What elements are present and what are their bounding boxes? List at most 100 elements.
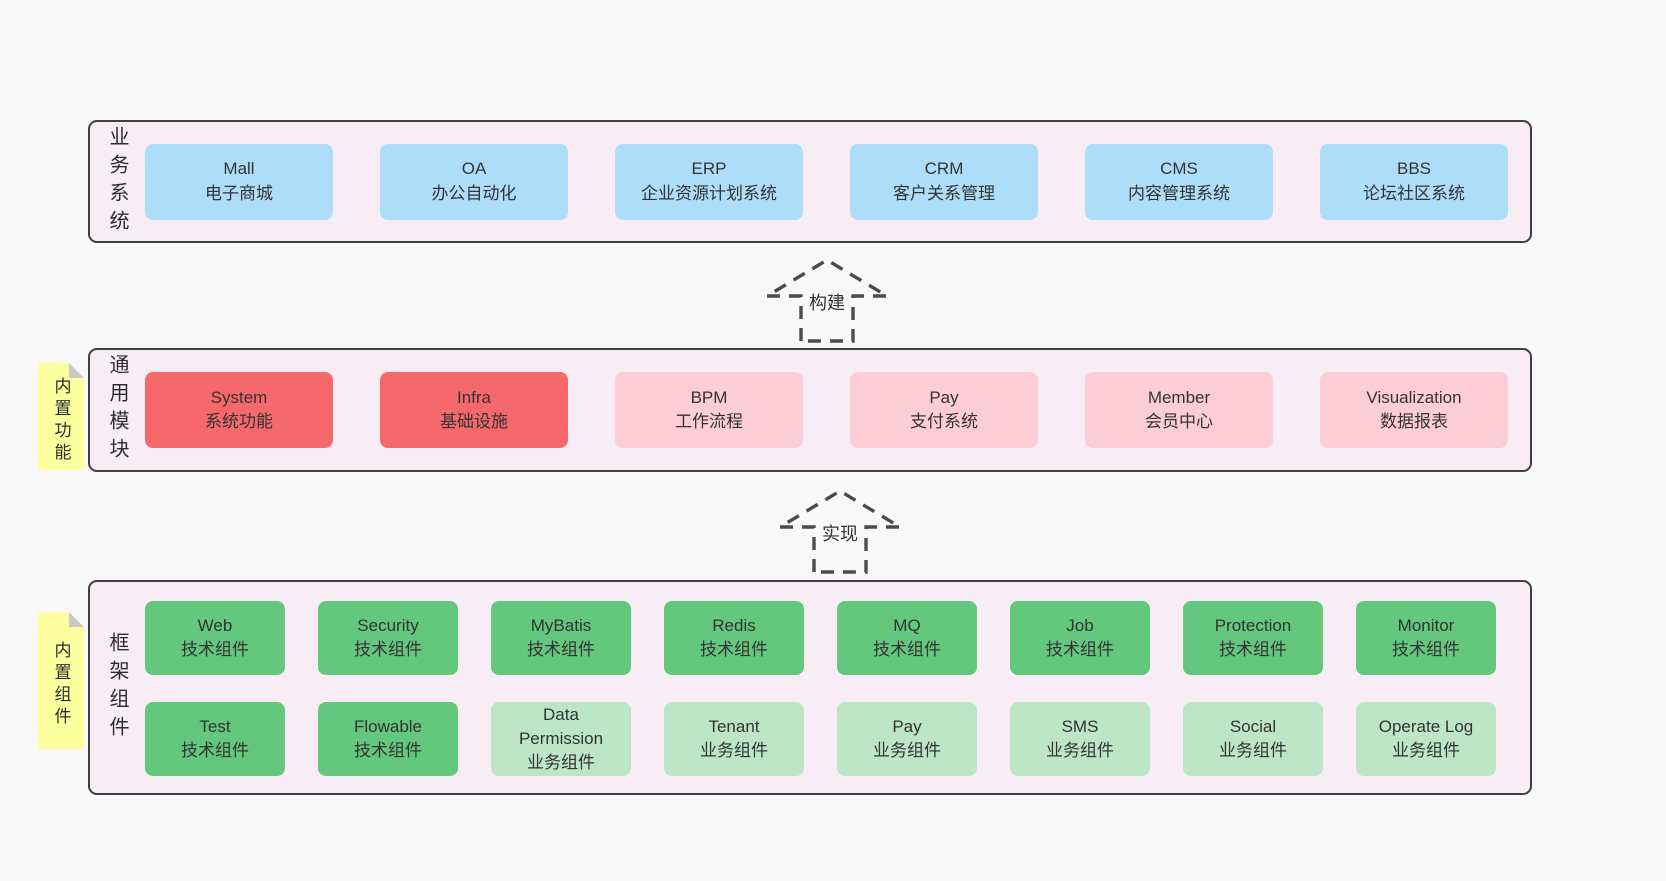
box-subtitle: 技术组件	[1046, 640, 1114, 659]
box-security: Security 技术组件	[318, 601, 458, 675]
box-name: Flowable	[353, 716, 423, 736]
box-mq: MQ 技术组件	[837, 601, 977, 675]
box-subtitle: 技术组件	[1219, 640, 1287, 659]
box-subtitle: 会员中心	[1145, 412, 1213, 431]
box-subtitle: 业务组件	[527, 753, 595, 773]
box-name: Test	[199, 716, 231, 736]
box-member: Member 会员中心	[1085, 372, 1273, 448]
box-pay: Pay 支付系统	[850, 372, 1038, 448]
dashed-up-arrow-icon	[760, 258, 894, 343]
box-name: Mall	[223, 159, 255, 179]
box-cms: CMS 内容管理系统	[1085, 143, 1273, 220]
box-social: Social 业务组件	[1183, 702, 1323, 776]
box-pay-business: Pay 业务组件	[837, 702, 977, 776]
box-name: Social	[1229, 716, 1277, 736]
box-subtitle: 业务组件	[1046, 741, 1114, 760]
sticky-note-fold-corner	[69, 363, 84, 378]
box-subtitle: 技术组件	[181, 640, 249, 659]
box-name: Protection	[1214, 615, 1292, 635]
box-operate-log: Operate Log 业务组件	[1356, 702, 1496, 776]
sticky-note-built-in-components: 内置组件	[38, 612, 84, 749]
dashed-up-arrow-icon	[773, 489, 907, 574]
box-subtitle: 业务组件	[1392, 741, 1460, 760]
box-web: Web 技术组件	[145, 601, 285, 675]
arrow-build: 构建	[757, 256, 897, 344]
box-name: Infra	[456, 387, 492, 407]
box-monitor: Monitor 技术组件	[1356, 601, 1496, 675]
band-common-modules: 通用模块 System 系统功能 Infra 基础设施 BPM 工作流程 Pay…	[88, 348, 1532, 472]
band-label-framework-components: 框架组件	[106, 631, 128, 744]
modules-box-row: System 系统功能 Infra 基础设施 BPM 工作流程 Pay 支付系统…	[145, 350, 1508, 470]
box-erp: ERP 企业资源计划系统	[615, 143, 803, 220]
box-name: Redis	[712, 615, 756, 635]
box-subtitle: 内容管理系统	[1128, 183, 1230, 203]
box-name: BPM	[690, 387, 728, 407]
box-name: Web	[197, 615, 233, 635]
business-box-row: Mall 电子商城 OA 办公自动化 ERP 企业资源计划系统 CRM 客户关系…	[145, 122, 1508, 241]
box-subtitle: 技术组件	[527, 640, 595, 659]
box-visualization: Visualization 数据报表	[1320, 372, 1508, 448]
box-name: CMS	[1160, 159, 1198, 179]
sticky-note-text: 内置功能	[51, 376, 71, 465]
box-bpm: BPM 工作流程	[615, 372, 803, 448]
box-name: Pay	[929, 387, 959, 407]
box-subtitle: 基础设施	[440, 412, 508, 431]
band-business-systems: 业务系统 Mall 电子商城 OA 办公自动化 ERP 企业资源计划系统 CRM…	[88, 120, 1532, 243]
box-tenant: Tenant 业务组件	[664, 702, 804, 776]
box-name: Pay	[892, 716, 922, 736]
box-name: MyBatis	[530, 615, 592, 635]
box-name: OA	[461, 159, 487, 179]
box-name: Data Permission	[518, 704, 604, 748]
box-subtitle: 业务组件	[1219, 741, 1287, 760]
box-name: SMS	[1061, 716, 1099, 736]
box-subtitle: 企业资源计划系统	[641, 183, 777, 203]
box-data-permission: Data Permission 业务组件	[491, 702, 631, 776]
box-oa: OA 办公自动化	[380, 143, 568, 220]
arrow-implement: 实现	[770, 487, 910, 575]
box-name: System	[210, 387, 268, 407]
box-subtitle: 技术组件	[354, 741, 422, 760]
box-subtitle: 技术组件	[354, 640, 422, 659]
box-name: BBS	[1396, 159, 1432, 179]
box-infra: Infra 基础设施	[380, 372, 568, 448]
box-crm: CRM 客户关系管理	[850, 143, 1038, 220]
box-flowable: Flowable 技术组件	[318, 702, 458, 776]
box-sms: SMS 业务组件	[1010, 702, 1150, 776]
sticky-note-text: 内置组件	[51, 640, 71, 729]
arrow-build-label: 构建	[806, 289, 848, 315]
arrow-implement-label: 实现	[819, 520, 861, 546]
band-framework-components: 框架组件 Web 技术组件 Security 技术组件 MyBatis 技术组件…	[88, 580, 1532, 795]
box-subtitle: 业务组件	[700, 741, 768, 760]
box-mall: Mall 电子商城	[145, 143, 333, 220]
box-test: Test 技术组件	[145, 702, 285, 776]
components-row-2: Test 技术组件 Flowable 技术组件 Data Permission …	[145, 702, 1496, 776]
box-protection: Protection 技术组件	[1183, 601, 1323, 675]
sticky-note-built-in-features: 内置功能	[38, 363, 84, 470]
box-mybatis: MyBatis 技术组件	[491, 601, 631, 675]
box-name: Member	[1147, 387, 1211, 407]
sticky-note-fold-corner	[69, 612, 84, 627]
box-subtitle: 论坛社区系统	[1363, 183, 1465, 203]
box-subtitle: 支付系统	[910, 412, 978, 431]
box-name: ERP	[691, 159, 727, 179]
box-name: Security	[357, 615, 419, 635]
box-subtitle: 业务组件	[873, 741, 941, 760]
band-label-business-systems: 业务系统	[106, 125, 128, 238]
components-rows: Web 技术组件 Security 技术组件 MyBatis 技术组件 Redi…	[145, 601, 1496, 776]
box-name: Tenant	[708, 716, 760, 736]
band-label-common-modules: 通用模块	[106, 354, 128, 466]
box-job: Job 技术组件	[1010, 601, 1150, 675]
box-bbs: BBS 论坛社区系统	[1320, 143, 1508, 220]
box-name: CRM	[924, 159, 964, 179]
box-subtitle: 技术组件	[700, 640, 768, 659]
box-subtitle: 系统功能	[205, 412, 273, 431]
box-name: MQ	[893, 615, 921, 635]
box-subtitle: 技术组件	[873, 640, 941, 659]
box-subtitle: 工作流程	[675, 412, 743, 431]
components-row-1: Web 技术组件 Security 技术组件 MyBatis 技术组件 Redi…	[145, 601, 1496, 675]
box-subtitle: 客户关系管理	[893, 183, 995, 203]
box-subtitle: 数据报表	[1380, 412, 1448, 431]
box-name: Job	[1066, 615, 1094, 635]
box-subtitle: 电子商城	[205, 183, 273, 203]
box-subtitle: 技术组件	[181, 741, 249, 760]
